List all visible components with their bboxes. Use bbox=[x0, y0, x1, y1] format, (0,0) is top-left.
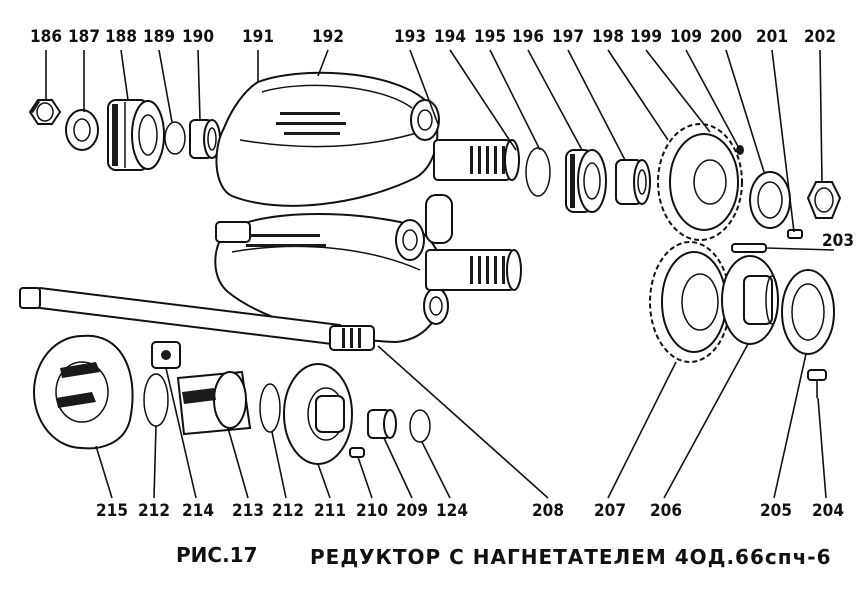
label-197: 197 bbox=[552, 27, 584, 47]
caption: РИС.17 РЕДУКТОР С НАГНЕТАТЕЛЕМ 4ОД.66спч… bbox=[176, 543, 832, 569]
part-200-washer bbox=[749, 171, 791, 229]
label-214: 214 bbox=[182, 501, 214, 521]
label-186: 186 bbox=[30, 27, 62, 47]
housing-spline-upper bbox=[433, 139, 520, 181]
housing-spline-lower bbox=[425, 249, 522, 291]
part-211-flange bbox=[283, 363, 353, 465]
bottom-labels: 215 212 214 213 212 211 210 209 124 208 … bbox=[96, 501, 844, 521]
part-203-pin bbox=[731, 243, 767, 253]
part-189-ring bbox=[164, 121, 186, 155]
label-190: 190 bbox=[182, 27, 214, 47]
part-207-ring-gear bbox=[649, 241, 731, 363]
part-214-impeller bbox=[151, 341, 252, 436]
part-197-gear bbox=[657, 123, 744, 241]
label-205: 205 bbox=[760, 501, 792, 521]
label-203: 203 bbox=[822, 231, 854, 251]
label-212-b: 212 bbox=[272, 501, 304, 521]
label-194: 194 bbox=[434, 27, 466, 47]
label-209: 209 bbox=[396, 501, 428, 521]
label-192: 192 bbox=[312, 27, 344, 47]
label-206: 206 bbox=[650, 501, 682, 521]
part-215-cover bbox=[33, 334, 134, 450]
part-202-nut bbox=[806, 181, 842, 219]
part-191-housing bbox=[214, 194, 453, 344]
label-200: 200 bbox=[710, 27, 742, 47]
label-193: 193 bbox=[394, 27, 426, 47]
part-196-bushing bbox=[615, 159, 651, 205]
label-124: 124 bbox=[436, 501, 468, 521]
part-195-bearing bbox=[565, 149, 607, 213]
leader-lines bbox=[45, 49, 835, 499]
part-212-ring-right bbox=[259, 383, 281, 433]
figure-title: РЕДУКТОР С НАГНЕТАТЕЛЕМ 4ОД.66спч-6 bbox=[310, 545, 832, 569]
part-192-housing bbox=[215, 71, 440, 207]
part-212-ring-left bbox=[143, 373, 169, 427]
part-210-screw bbox=[349, 447, 365, 458]
top-labels: 186 187 188 189 190 191 192 193 194 195 … bbox=[30, 27, 836, 47]
label-195: 195 bbox=[474, 27, 506, 47]
part-204-bolt bbox=[807, 369, 827, 398]
label-213: 213 bbox=[232, 501, 264, 521]
label-199: 199 bbox=[630, 27, 662, 47]
label-215: 215 bbox=[96, 501, 128, 521]
part-188-bearing bbox=[107, 99, 165, 171]
label-109: 109 bbox=[670, 27, 702, 47]
label-191: 191 bbox=[242, 27, 274, 47]
label-188: 188 bbox=[105, 27, 137, 47]
label-210: 210 bbox=[356, 501, 388, 521]
label-212-a: 212 bbox=[138, 501, 170, 521]
label-208: 208 bbox=[532, 501, 564, 521]
part-194-ring bbox=[525, 147, 551, 197]
label-204: 204 bbox=[812, 501, 844, 521]
part-186-nut bbox=[28, 99, 62, 125]
part-187-washer bbox=[65, 109, 99, 151]
figure-number: РИС.17 bbox=[176, 543, 258, 567]
label-201: 201 bbox=[756, 27, 788, 47]
part-205-gasket bbox=[781, 269, 835, 355]
label-196: 196 bbox=[512, 27, 544, 47]
label-198: 198 bbox=[592, 27, 624, 47]
part-209-bushing bbox=[367, 409, 397, 439]
part-201-screw bbox=[787, 229, 803, 239]
label-187: 187 bbox=[68, 27, 100, 47]
label-211: 211 bbox=[314, 501, 346, 521]
part-208-shaft bbox=[19, 286, 375, 351]
label-189: 189 bbox=[143, 27, 175, 47]
label-202: 202 bbox=[804, 27, 836, 47]
part-190-bushing bbox=[189, 119, 221, 159]
part-206-hub bbox=[721, 255, 779, 345]
parts-drawing bbox=[19, 71, 842, 465]
label-207: 207 bbox=[594, 501, 626, 521]
part-124-ring bbox=[409, 409, 431, 443]
